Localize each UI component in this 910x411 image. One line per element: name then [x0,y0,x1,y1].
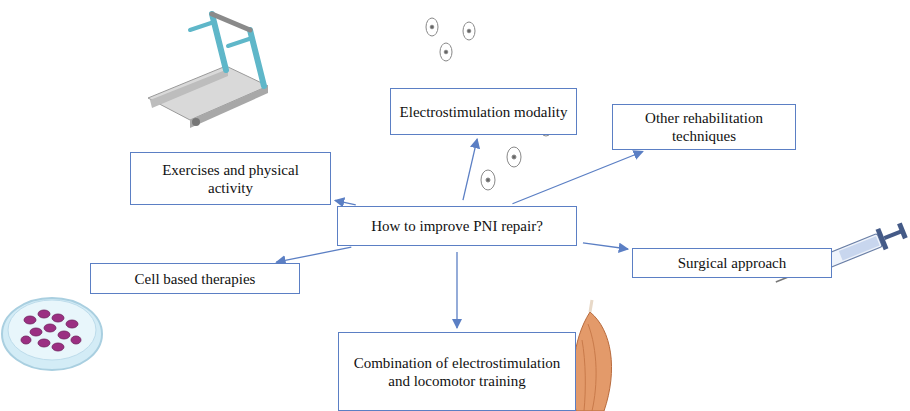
arrow-connector [335,200,356,204]
arrow-connector [512,151,642,203]
combination-box: Combination of electrostimulation and lo… [338,332,576,411]
technique-box: Other rehabilitation techniques [612,104,796,150]
box-label: Surgical approach [678,254,786,272]
box-label: Exercises and physical activity [139,161,322,197]
arrow-connector [583,243,628,249]
box-label: Cell based therapies [135,270,256,288]
box-label: Combination of electrostimulation and lo… [347,354,567,390]
treadmill-icon [148,14,268,128]
muscle-icon [573,300,612,411]
cell-therapy-box: Cell based therapies [90,263,300,294]
central-question-box: How to improve PNI repair? [337,206,577,246]
arrow-connector [463,139,477,200]
petri-dish-icon [2,298,102,370]
box-label: Electrostimulation modality [400,103,568,121]
exercise-box: Exercises and physical activity [130,152,331,205]
arrow-connector [456,252,457,328]
box-label: Other rehabilitation techniques [621,109,787,145]
arrow-connector [276,247,351,262]
box-label: How to improve PNI repair? [371,217,543,235]
surgery-box: Surgical approach [632,248,832,278]
modality-box: Electrostimulation modality [390,88,577,135]
